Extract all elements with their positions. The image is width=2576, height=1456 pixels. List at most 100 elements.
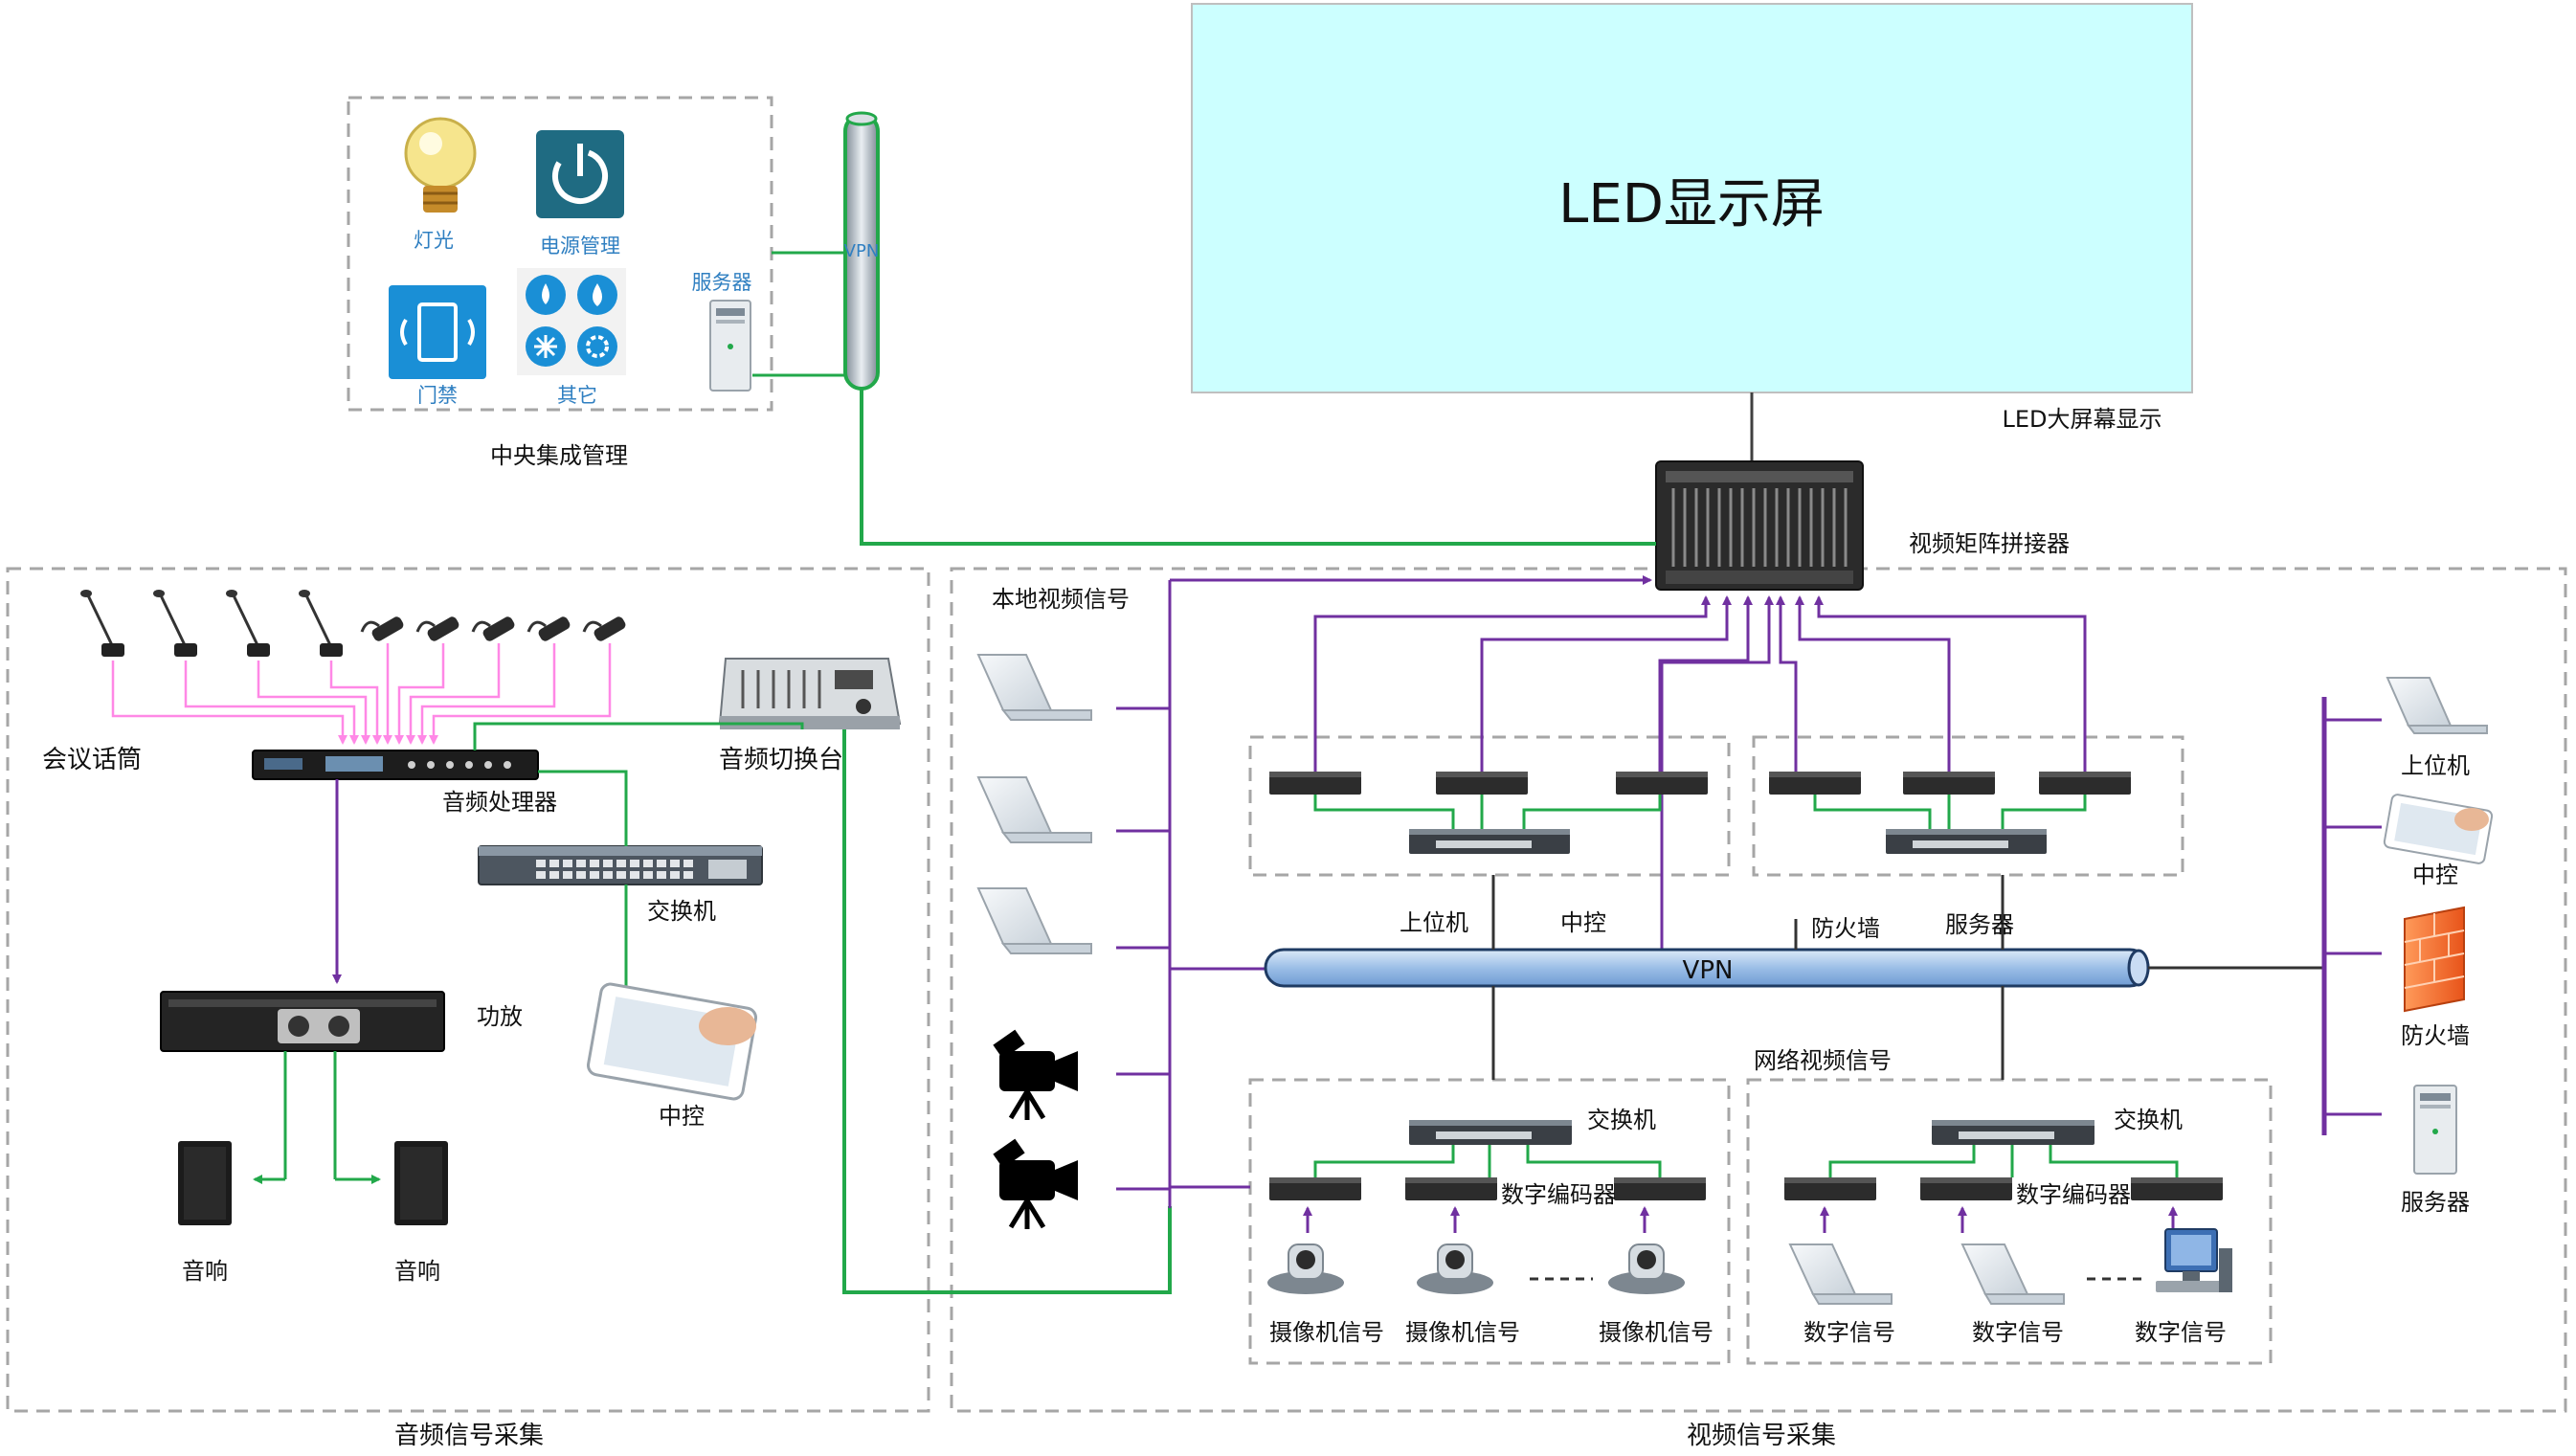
switch-device — [1409, 1120, 1572, 1145]
desk-mic-icon — [471, 616, 515, 641]
desk-mic-icon — [360, 616, 404, 641]
encoder2-label: 数字编码器 — [2016, 1181, 2131, 1208]
led-screen — [1191, 3, 2193, 393]
bus-label-2: 防火墙 — [1811, 915, 1880, 942]
audio-region — [6, 567, 930, 1413]
central-server-label: 服务器 — [692, 271, 752, 294]
right-label-0: 上位机 — [2401, 752, 2470, 779]
bus-label-3: 服务器 — [1945, 911, 2014, 938]
amp-label: 功放 — [477, 1003, 523, 1030]
central-caption: 中央集成管理 — [490, 442, 628, 469]
cam-signal-0: 摄像机信号 — [1269, 1319, 1384, 1346]
light-bulb-icon — [404, 117, 477, 213]
led-caption: LED大屏幕显示 — [2002, 406, 2162, 433]
network-switch1-label: 交换机 — [1587, 1107, 1656, 1133]
laptop-icon — [1960, 1243, 2065, 1305]
laptop-icon — [2386, 677, 2488, 734]
audio-switch-label: 交换机 — [647, 898, 716, 925]
encoder-device — [1769, 772, 1861, 795]
encoder-device — [1920, 1177, 2012, 1200]
gooseneck-mic-icon — [153, 590, 197, 657]
audio-mixer-device — [718, 658, 902, 729]
encoder-device — [1614, 1177, 1706, 1200]
ptz-camera-icon — [1608, 1243, 1685, 1294]
vpn-label: VPN — [1683, 956, 1734, 985]
speaker-icon — [178, 1141, 232, 1225]
switch-device — [1932, 1120, 2094, 1145]
central-to-matrix-line — [860, 389, 1656, 546]
gooseneck-mic-icon — [80, 590, 124, 657]
desk-mic-icon — [415, 616, 459, 641]
audio-switch-device — [478, 845, 763, 885]
top-switch-wiring — [1313, 795, 2087, 829]
speaker2-label: 音响 — [394, 1258, 440, 1285]
network-signal-label: 网络视频信号 — [1754, 1047, 1892, 1074]
digital-arrows — [1820, 1206, 2178, 1233]
encoder-device — [1903, 772, 1995, 795]
switch-device — [1409, 829, 1570, 854]
tablet-control-icon — [2383, 794, 2494, 864]
cam-signal-1: 摄像机信号 — [1405, 1319, 1520, 1346]
matrix-caption: 视频矩阵拼接器 — [1909, 530, 2070, 557]
switch-group-left — [1248, 735, 1731, 877]
bus-label-1: 中控 — [1560, 909, 1606, 936]
network-group-right — [1746, 1078, 2273, 1365]
network-switch2-label: 交换机 — [2114, 1107, 2183, 1133]
tablet-control-icon — [586, 982, 758, 1101]
video-camera-icon — [993, 1138, 1078, 1229]
central-server-icon — [709, 300, 751, 392]
video-section-label: 视频信号采集 — [1687, 1422, 1836, 1450]
gooseneck-mic-icon — [299, 590, 343, 657]
power-label: 电源管理 — [540, 235, 620, 258]
switch-device — [1886, 829, 2047, 854]
speaker1-label: 音响 — [182, 1258, 228, 1285]
processor-label: 音频处理器 — [442, 789, 557, 816]
other-systems-icon — [517, 268, 626, 375]
encoder-device — [2039, 772, 2131, 795]
central-vpn-label: VPN — [844, 241, 880, 261]
camera-arrows — [1303, 1206, 1649, 1233]
mic-label: 会议话筒 — [42, 746, 142, 774]
gooseneck-mic-icon — [226, 590, 270, 657]
encoder-device — [1784, 1177, 1876, 1200]
vpn-drops — [1491, 875, 2324, 1080]
laptop-icon — [976, 776, 1092, 843]
digital-signal-2: 数字信号 — [2135, 1319, 2227, 1346]
desk-mic-icon — [526, 616, 571, 641]
right-label-3: 服务器 — [2401, 1189, 2470, 1216]
power-management-icon — [536, 130, 624, 218]
network-left-wiring — [1313, 1145, 1662, 1177]
bus-label-0: 上位机 — [1400, 909, 1468, 936]
right-label-2: 防火墙 — [2401, 1022, 2470, 1049]
audio-to-video-link — [842, 729, 1172, 1294]
door-label: 门禁 — [417, 384, 458, 407]
encoder-device — [1436, 772, 1528, 795]
encoder-device — [1269, 1177, 1361, 1200]
encoder-device — [1405, 1177, 1497, 1200]
encoder-device — [2131, 1177, 2223, 1200]
right-bus-branches — [2324, 718, 2382, 1116]
encoder1-label: 数字编码器 — [1501, 1181, 1616, 1208]
amplifier-device — [160, 991, 445, 1052]
conference-mics — [80, 590, 626, 657]
encoder-device — [1269, 772, 1361, 795]
other-label: 其它 — [557, 384, 597, 407]
processor-to-switch-line — [538, 770, 628, 846]
firewall-icon — [2404, 906, 2465, 1013]
led-screen-title: LED显示屏 — [1558, 173, 1825, 235]
cam-signal-2: 摄像机信号 — [1599, 1319, 1714, 1346]
laptop-icon — [976, 654, 1092, 721]
desktop-computer-icon — [2156, 1228, 2232, 1292]
ptz-camera-icon — [1417, 1243, 1493, 1294]
network-group-left — [1248, 1078, 1731, 1365]
matrix-input-lines — [1313, 595, 2087, 957]
light-label: 灯光 — [414, 229, 454, 252]
speaker-icon — [394, 1141, 448, 1225]
right-label-1: 中控 — [2412, 862, 2458, 888]
audio-control-label: 中控 — [659, 1103, 705, 1130]
mixer-label: 音频切换台 — [719, 746, 843, 774]
laptop-icon — [976, 887, 1092, 954]
encoder-device — [1616, 772, 1708, 795]
video-matrix-device — [1655, 460, 1864, 591]
